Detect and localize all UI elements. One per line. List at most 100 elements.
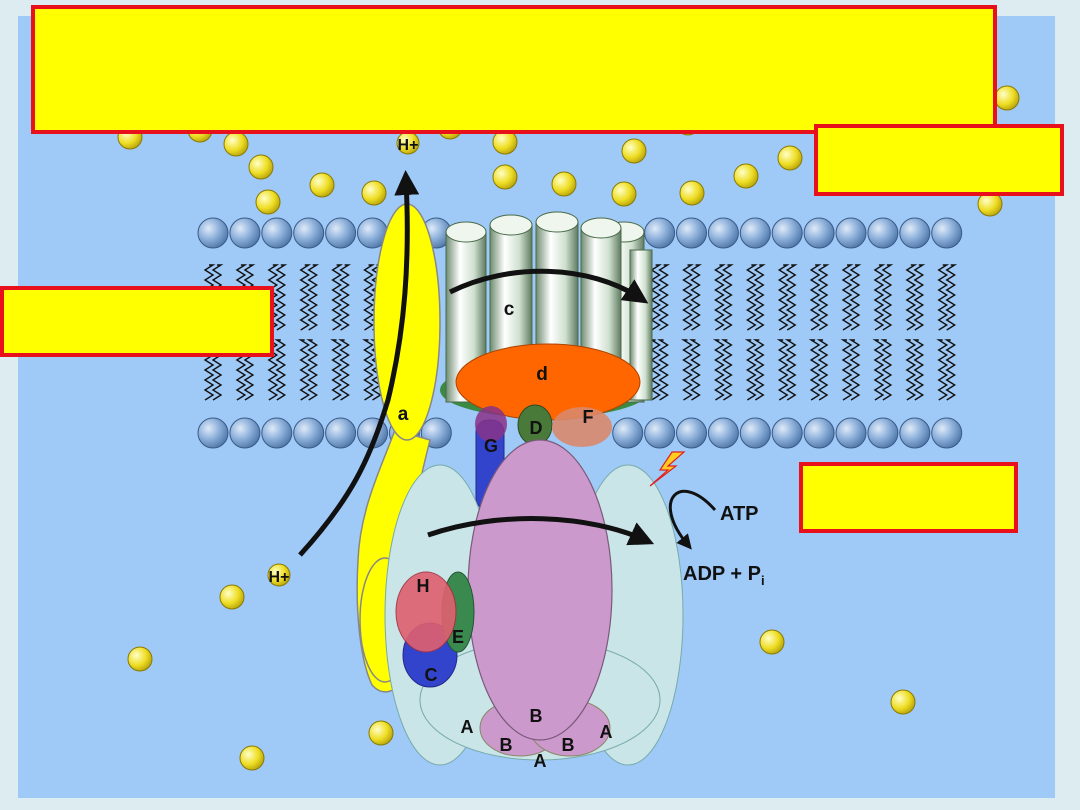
lipid-tail [913,264,926,331]
lipid-head [197,417,229,449]
lipid-tail [904,339,917,401]
proton-top: H+ [396,131,420,155]
lipid-heads [197,217,963,449]
subunits-H-E-C: H E C [395,571,475,688]
lipid-head [739,417,771,449]
lipid-tail [785,264,798,331]
lipid-head [261,417,293,449]
adp-label-subscript: i [761,573,765,588]
lipid-tail [720,339,733,401]
proton [309,172,335,198]
subunit-F-label: F [583,407,594,427]
lipid-tail [363,264,375,331]
lipid-tail [266,339,279,401]
subunit-C-label: C [425,665,438,685]
label-box-left [0,286,274,357]
subunit-H-label: H [417,576,430,596]
lipid-tail [881,264,894,331]
proton-bottom-label: H+ [269,569,290,586]
subunit-c-label: c [504,299,515,320]
lipid-tail [331,264,344,331]
lipid-head [612,417,644,449]
proton [759,629,785,655]
adp-label-main: ADP + P [683,563,761,585]
subunit-D-label: D [530,418,543,438]
lipid-tail [777,264,790,331]
proton [255,189,281,215]
lipid-tail [880,339,893,401]
proton [492,164,518,190]
rotation-arrow-ring [448,268,649,304]
rotation-arrow-head [427,516,655,546]
lipid-head [931,217,963,249]
lipid-tail [712,339,725,401]
lipid-head [835,217,867,249]
lipid-tail [936,339,949,401]
subunit-d-label: d [536,364,548,385]
proton-bottom: H+ [267,563,291,587]
lipid-head [229,217,261,249]
atp-hydrolysis-arrow [668,489,717,550]
label-box-upper-right [814,124,1064,196]
lipid-tail [339,264,352,331]
subunit-B-label-top: B [530,706,543,726]
lipid-tail [849,264,862,331]
lipid-tail [722,264,734,331]
lipid-head [676,217,707,249]
lipid-tail [872,339,885,401]
lipid-tail [330,339,342,401]
lipid-tail [299,264,312,331]
lipid-tail [649,339,661,401]
proton-path-arrow [298,170,420,557]
lipid-tail [817,264,830,331]
hexamer-labels: A B A B B A [461,706,613,771]
lipid-head [197,217,229,249]
lipid-head [899,417,931,449]
lipid-tail [945,264,958,331]
lipid-head [261,217,293,249]
lipid-tail [912,339,925,401]
proton [890,689,916,715]
subunit-B-label-left: B [500,735,513,755]
lipid-tail [744,339,757,401]
adp-label: ADP + Pi [683,563,765,588]
proton-top-label: H+ [398,137,419,154]
lipid-head [676,417,707,449]
lipid-head [325,417,357,449]
lipid-head [293,417,325,449]
lipid-tail [338,339,350,401]
lipid-tail [752,339,765,401]
subunit-a-label: a [398,404,409,425]
proton [219,584,245,610]
free-protons [117,85,1020,771]
lipid-tail [784,339,797,401]
proton [361,180,387,206]
lipid-tail [689,339,701,401]
lipid-head [803,217,835,249]
energy-lightning-icon [649,451,686,487]
label-box-right [799,462,1018,533]
lipid-head [644,217,676,249]
lipid-head [835,417,867,449]
proton [368,720,394,746]
subunit-B-label-right: B [562,735,575,755]
lipid-tail [306,339,319,401]
lipid-head [707,217,739,249]
lipid-tail [841,264,854,331]
proton [611,181,637,207]
lipid-head [707,417,739,449]
lipid-tail [944,339,957,401]
proton [223,131,249,157]
lipid-tail [937,264,950,331]
proton [679,180,705,206]
lipid-tail [657,339,669,401]
lipid-head [739,217,771,249]
label-box-top-title [31,5,997,134]
subunit-A-label-bottom: A [534,751,547,771]
subunit-A-label-right: A [600,722,613,742]
subunit-G-label: G [484,436,498,456]
subunit-E-label: E [452,627,464,647]
lipid-head [293,217,325,249]
lipid-tail [682,264,694,331]
lipid-tail [362,339,374,401]
